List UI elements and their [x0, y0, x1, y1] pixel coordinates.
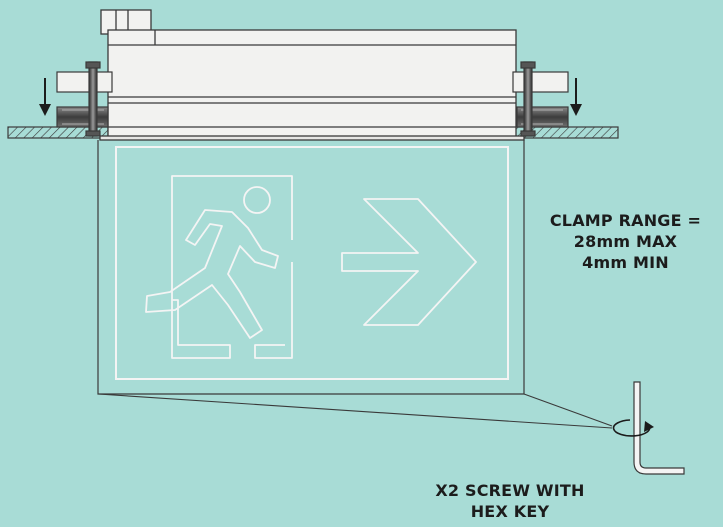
left-screw-head	[85, 61, 101, 69]
down-arrow-icon	[39, 78, 51, 116]
clamp-range-max: 28mm MAX	[573, 232, 678, 251]
right-screw-rod	[523, 61, 533, 137]
runner-body	[145, 209, 279, 339]
running-man-icon	[145, 175, 293, 359]
runner-head	[243, 186, 271, 214]
housing-box	[107, 29, 517, 139]
sign-panel	[97, 140, 525, 395]
left-clamp-ghost	[56, 71, 113, 93]
exit-door-frame	[171, 175, 293, 300]
right-screw-head	[520, 61, 536, 69]
down-arrow-icon	[570, 78, 582, 116]
left-clamp	[56, 61, 113, 137]
hex-key-icon	[633, 381, 685, 475]
screw-note-label: X2 SCREW WITH HEX KEY	[395, 480, 625, 522]
screw-note-line2: HEX KEY	[470, 502, 550, 521]
right-clamp	[512, 61, 569, 137]
clamp-range-label: CLAMP RANGE = 28mm MAX 4mm MIN	[528, 210, 723, 273]
housing-body	[99, 9, 525, 141]
sign-face	[115, 146, 509, 380]
left-screw-rod	[88, 61, 98, 137]
housing-lip	[99, 135, 525, 141]
left-screw-foot	[85, 130, 101, 137]
clamp-range-min: 4mm MIN	[582, 253, 669, 272]
right-arrow-icon	[341, 198, 477, 326]
screw-note-line1: X2 SCREW WITH	[435, 481, 585, 500]
callout-lines	[97, 393, 613, 429]
rotation-arrow-icon	[612, 419, 654, 437]
clamp-range-title: CLAMP RANGE =	[549, 211, 702, 230]
right-clamp-ghost	[512, 71, 569, 93]
right-screw-foot	[520, 130, 536, 137]
sign-outer-outline	[97, 140, 525, 395]
